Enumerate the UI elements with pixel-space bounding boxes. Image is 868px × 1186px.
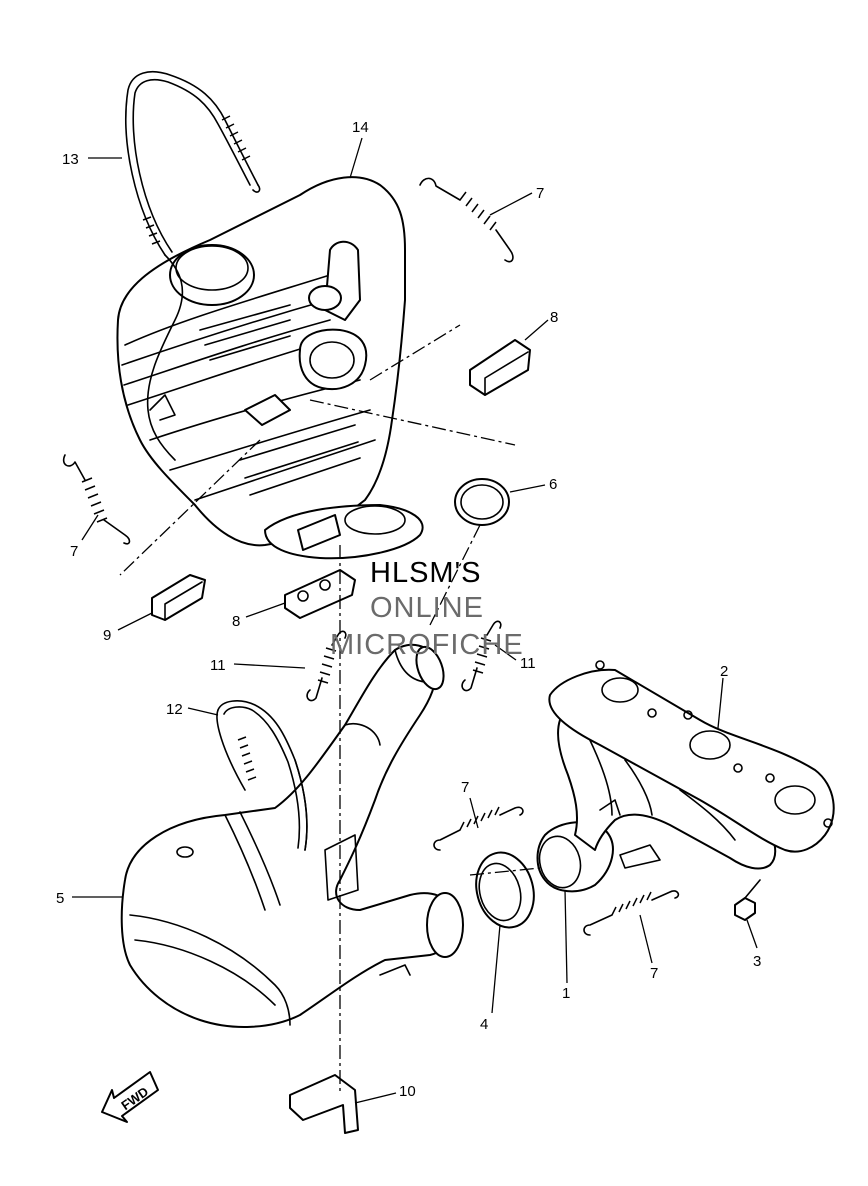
assembly-center-lines [119,324,541,1095]
callout-2: 2 [720,663,728,680]
watermark-line-2: ONLINE [370,592,484,624]
muffler-14 [116,176,424,560]
callout-6: 6 [549,476,557,493]
callouts: 13 14 7 8 6 7 9 8 11 11 12 2 7 5 1 4 7 3… [56,119,761,1100]
leader-lines [72,137,758,1104]
callout-7-left: 7 [70,543,78,560]
callout-12: 12 [166,701,183,718]
spring-7-right [583,890,680,936]
bolt-3 [734,879,761,921]
watermark-line-3: MICROFICHE [330,629,524,661]
callout-11-left: 11 [210,657,226,674]
watermark: HLSM'S ONLINE MICROFICHE [330,557,524,661]
callout-7-right: 7 [650,965,658,982]
fwd-arrow-icon: FWD [101,1071,159,1123]
callout-7-top: 7 [536,185,544,202]
callout-3: 3 [753,953,761,970]
watermark-line-1: HLSM'S [370,557,481,589]
spring-7-top [419,177,514,263]
spring-7-left [62,454,131,545]
callout-8-top: 8 [550,309,558,326]
callout-7-mid: 7 [461,779,469,796]
spring-7-mid [433,806,524,851]
callout-8-bottom: 8 [232,613,240,630]
callout-11-right: 11 [520,655,536,672]
gasket-6 [454,478,510,526]
callout-1: 1 [562,985,570,1002]
spring-11-left [306,630,347,702]
callout-10: 10 [399,1083,416,1100]
spring-11-right [461,620,502,692]
damper-9 [151,574,206,621]
callout-9: 9 [103,627,111,644]
damper-10 [289,1074,359,1134]
joint-4 [475,851,535,929]
callout-13: 13 [62,151,79,168]
gasket-2 [548,660,835,853]
damper-8-top [469,339,531,396]
expansion-chamber-5 [120,643,464,1028]
callout-4: 4 [480,1016,488,1033]
callout-14: 14 [352,119,369,136]
strap-12 [216,700,308,851]
damper-8-bottom [284,569,356,619]
strap-13 [125,71,261,461]
callout-5: 5 [56,890,64,907]
